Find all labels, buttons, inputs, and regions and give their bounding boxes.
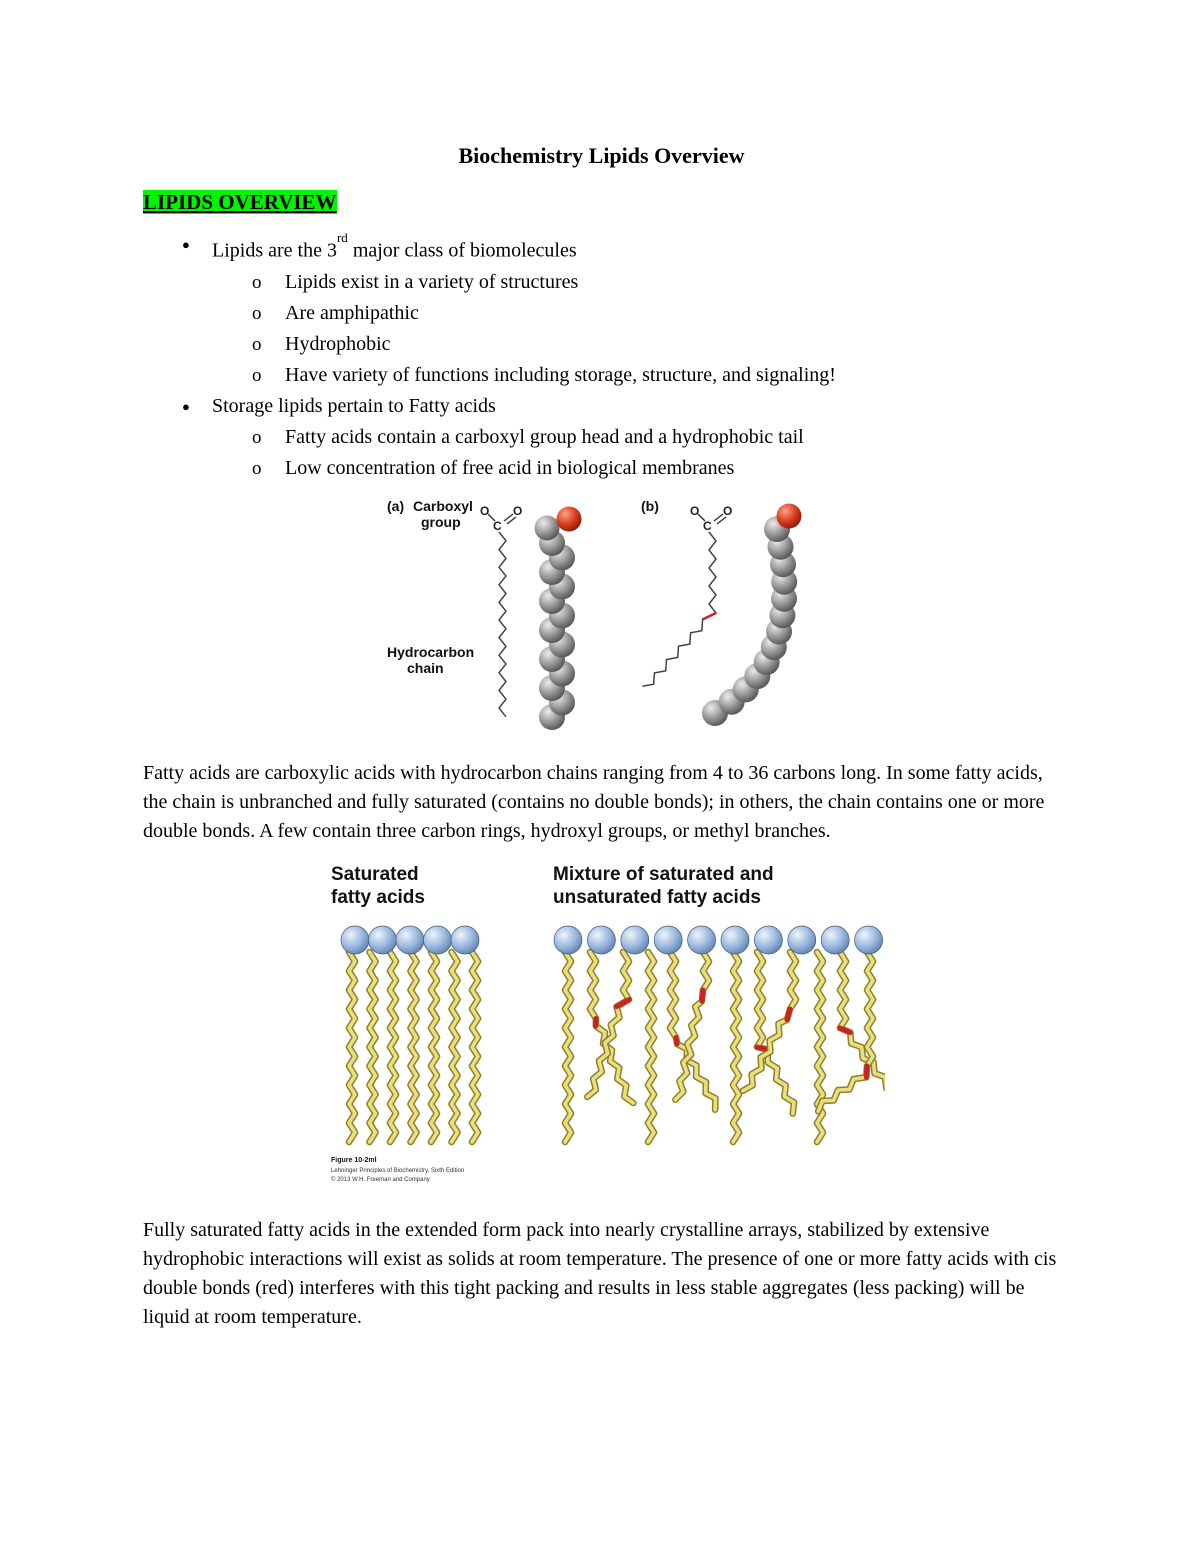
paragraph-fatty-acids: Fatty acids are carboxylic acids with hy… [143, 761, 1045, 842]
list-subitem-text: Low concentration of free acid in biolog… [285, 456, 735, 479]
cis-double-bond-mark [614, 996, 632, 1009]
ordinal-superscript: rd [336, 230, 348, 245]
oxygen-sphere [776, 503, 802, 529]
space-filling-model-a [534, 506, 582, 730]
hydrocarbon-zigzag-a [498, 531, 507, 717]
cis-double-bond-mark [837, 1025, 853, 1035]
list-subitem: o Hydrophobic [143, 329, 1060, 360]
sub-bullet-marker: o [252, 271, 262, 293]
cis-double-bond-mark [702, 611, 717, 621]
panel-a-label: (a) [387, 498, 404, 514]
sub-bullet-marker: o [252, 333, 262, 355]
cis-double-bond-mark [863, 1063, 870, 1080]
list-subitem: o Have variety of functions including st… [143, 360, 1060, 391]
list-subitem-text: Hydrophobic [285, 332, 391, 355]
carboxyl-group-label-line2: group [421, 514, 461, 530]
fatty-acid-structure-svg: (a) Carboxyl group Hydrocarbon chain (b)… [387, 498, 802, 730]
list-subitem: o Lipids exist in a variety of structure… [143, 267, 1060, 298]
fatty-acid-structure-figure: (a) Carboxyl group Hydrocarbon chain (b)… [385, 495, 1060, 751]
fig2-drawing-layer [340, 925, 890, 1145]
carbon-sphere [534, 515, 560, 541]
list-subitem-text: Lipids exist in a variety of structures [285, 270, 579, 293]
list-subitem: o Are amphipathic [143, 298, 1060, 329]
list-item-text-post: major class of biomolecules [347, 239, 577, 262]
cis-double-bond-mark [754, 1044, 771, 1052]
list-subitem: o Low concentration of free acid in biol… [143, 453, 1060, 484]
figure-caption-line2: Lehninger Principles of Biochemistry, Si… [331, 1168, 464, 1174]
oxygen-atom-label: O [480, 504, 489, 518]
list-subitem-text: Fatty acids contain a carboxyl group hea… [285, 425, 804, 448]
document-title: Biochemistry Lipids Overview [458, 143, 745, 168]
document-content: Biochemistry Lipids Overview LIPIDS OVER… [143, 143, 1060, 1328]
oxygen-atom-label: O [513, 504, 522, 518]
carboxyl-bonds-b [697, 513, 727, 525]
sub-bullet-marker: o [252, 364, 262, 386]
fig1-drawing-layer [487, 503, 802, 730]
mixture-title-line1: Mixture of saturated and [553, 864, 774, 885]
carbon-atom-label: C [493, 519, 502, 533]
list-subitem-text: Have variety of functions including stor… [285, 363, 836, 386]
mixture-tail-chains [561, 948, 890, 1145]
figure-caption-line3: © 2013 W.H. Freeman and Company [331, 1176, 430, 1183]
cis-double-bond-mark [784, 1006, 793, 1022]
saturated-head-spheres [340, 925, 480, 955]
panel-b-label: (b) [641, 498, 659, 514]
hydrocarbon-chain-label-line2: chain [407, 660, 444, 676]
list-item-text-pre: Lipids are the 3 [212, 239, 337, 262]
sub-bullet-marker: o [252, 426, 262, 448]
section-heading-row: LIPIDS OVERVIEW [143, 187, 1060, 219]
list-item-text: Lipids are the 3rd major class of biomol… [212, 229, 577, 267]
cis-double-bond-mark [699, 987, 706, 1004]
list-subitem-text: Are amphipathic [285, 301, 419, 324]
oxygen-sphere [556, 506, 582, 532]
paragraph-packing: Fully saturated fatty acids in the exten… [143, 1218, 1057, 1328]
saturated-title-line2: fatty acids [331, 887, 425, 908]
mixture-head-spheres [553, 925, 883, 955]
carboxyl-bonds-a [487, 513, 517, 525]
list-subitem: o Fatty acids contain a carboxyl group h… [143, 422, 1060, 453]
space-filling-model-b [702, 503, 802, 726]
list-item-storage-lipids: ● Storage lipids pertain to Fatty acids [143, 391, 1060, 422]
oxygen-atom-label: O [723, 504, 732, 518]
section-heading-highlight: LIPIDS OVERVIEW [143, 190, 337, 214]
bullet-marker: ● [182, 237, 190, 252]
sub-bullet-marker: o [252, 302, 262, 324]
carboxyl-group-label-line1: Carboxyl [413, 498, 473, 514]
list-item-lipids: ● Lipids are the 3rd major class of biom… [143, 229, 1060, 267]
figure-caption-line1: Figure 10-2ml [331, 1157, 377, 1164]
list-item-text: Storage lipids pertain to Fatty acids [212, 394, 496, 417]
mixture-title-line2: unsaturated fatty acids [553, 887, 761, 908]
saturated-tail-chains [345, 948, 482, 1145]
cis-double-bond-mark [673, 1034, 680, 1047]
carbon-atom-label: C [703, 519, 712, 533]
oxygen-atom-label: O [690, 504, 699, 518]
saturated-vs-unsaturated-svg: Saturated fatty acids Mixture of saturat… [331, 864, 890, 1183]
hydrocarbon-zigzag-b [642, 531, 718, 687]
saturated-vs-unsaturated-figure: Saturated fatty acids Mixture of saturat… [325, 860, 1060, 1196]
hydrocarbon-chain-label-line1: Hydrocarbon [387, 644, 474, 660]
bullet-marker: ● [182, 398, 190, 414]
sub-bullet-marker: o [252, 457, 262, 479]
saturated-title-line1: Saturated [331, 864, 419, 885]
